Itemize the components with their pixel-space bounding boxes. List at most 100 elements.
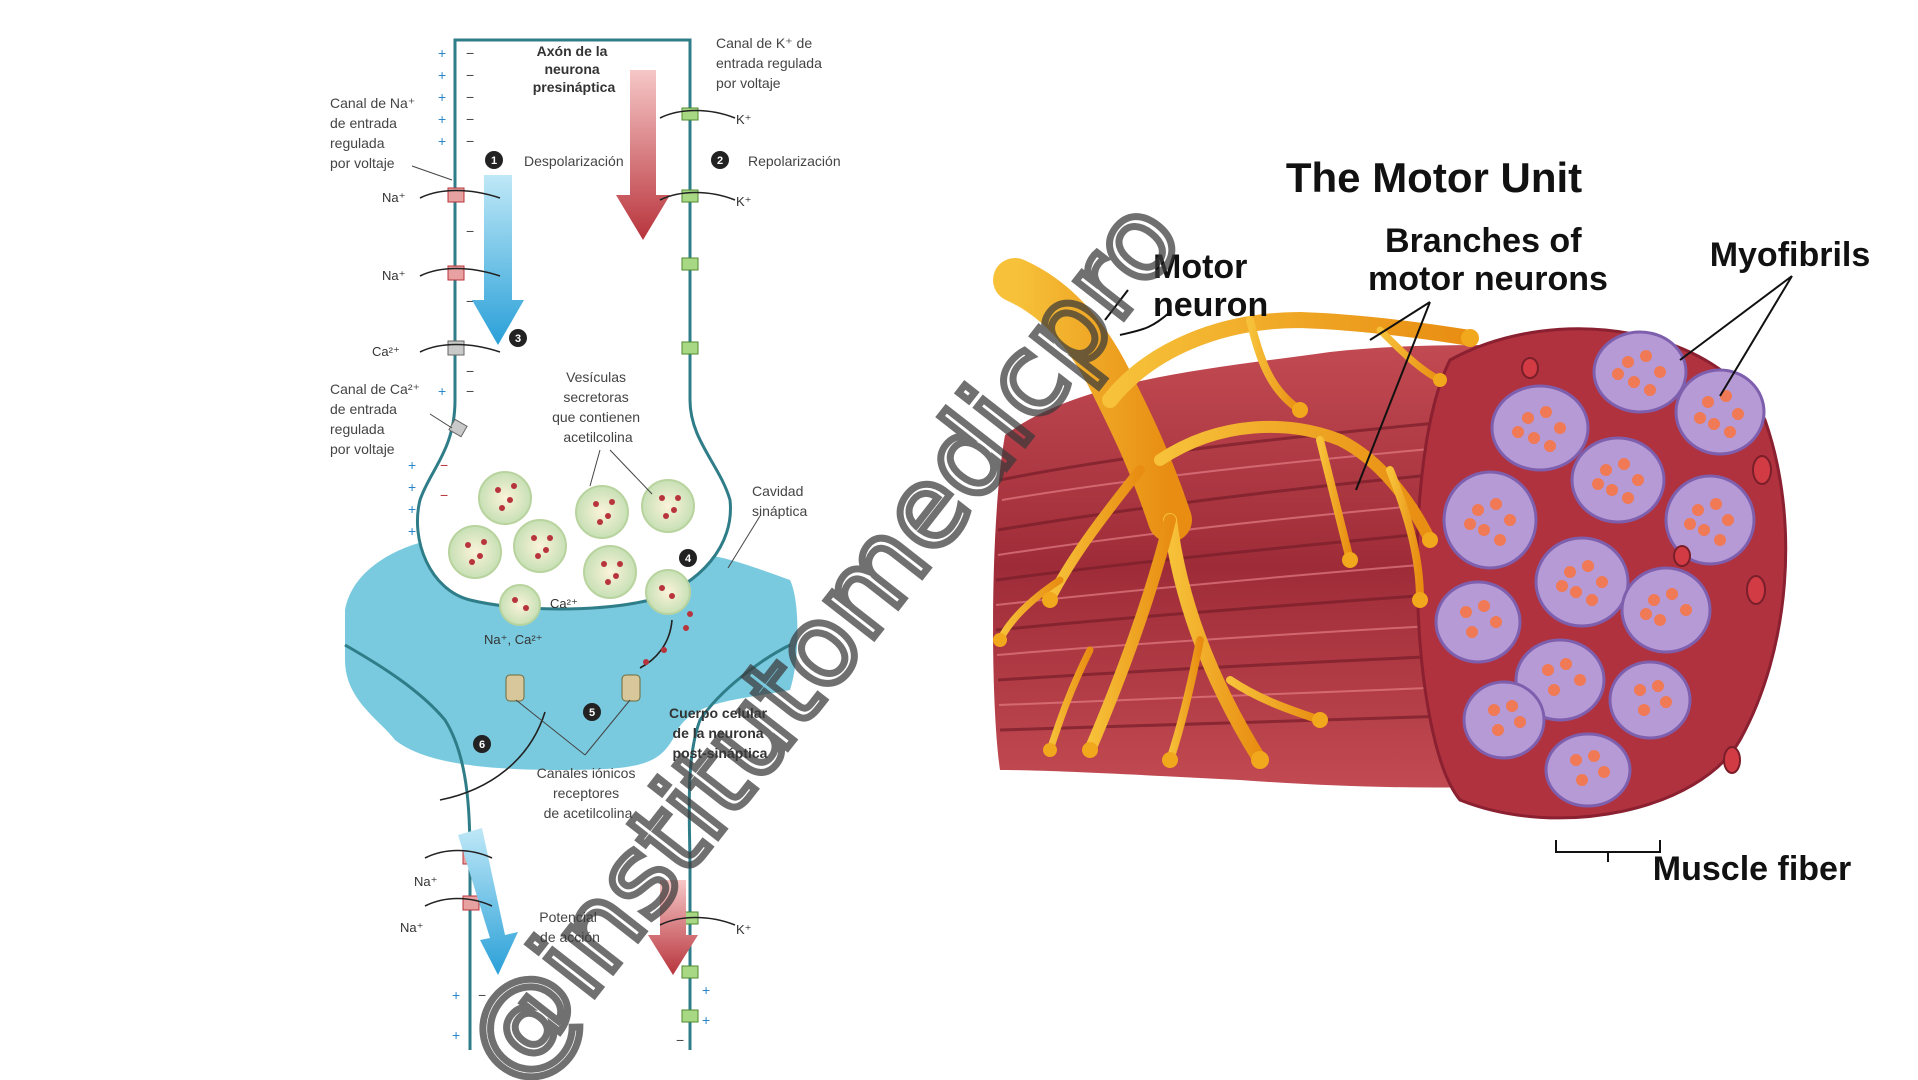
svg-text:−: − [466,89,474,105]
svg-text:−: − [466,383,474,399]
svg-text:+: + [438,383,446,399]
vesicle [641,479,695,533]
svg-text:−: − [676,1032,684,1048]
k-channel-label: Canal de K⁺ de entrada regulada por volt… [716,35,826,91]
svg-text:−: − [440,487,448,503]
step-2-badge: 2 [711,151,729,169]
fascicle [1544,732,1632,808]
step-number: 1 [491,155,497,167]
step-number: 6 [479,739,485,751]
svg-text:−: − [466,223,474,239]
vesicle [448,525,502,579]
svg-text:+: + [438,45,446,61]
vesicles-label: Vesículas secretoras que contienen aceti… [552,369,644,445]
ca-channel-label: Canal de Ca²⁺ de entrada regulada por vo… [330,381,424,457]
synapse-diagram: +++++ −−−−− −−−− +++++ −− −− ++ ++ − [330,35,841,1050]
na-channel-label: Canal de Na⁺ de entrada regulada por vol… [330,95,419,171]
step-number: 3 [515,333,521,345]
step-number: 4 [685,553,692,565]
svg-text:−: − [466,67,474,83]
ion-label: Na⁺ [382,268,405,283]
svg-text:+: + [408,523,416,539]
ion-label: K⁺ [736,194,752,209]
synaptic-cleft-label: Cavidad sináptica [752,483,807,519]
fascicle [1608,660,1692,740]
svg-text:+: + [408,501,416,517]
fascicle [1592,330,1688,414]
action-potential-arrow-red [648,880,698,975]
motor-unit-title: The Motor Unit [1286,154,1582,201]
step-1-badge: 1 [485,151,503,169]
fascicles [1434,330,1766,808]
fascicle [1674,368,1766,456]
leader-lines [411,165,761,756]
ion-label: Ca²⁺ [372,344,400,359]
step-3-badge: 3 [509,329,527,347]
svg-text:+: + [452,987,460,1003]
branches-label: Branches of motor neurons [1368,222,1608,298]
svg-text:−: − [466,363,474,379]
motor-neuron-label: Motor neuron [1153,248,1268,324]
myofibril-dots [1460,350,1744,786]
ion-flow-arrows [419,109,736,926]
step-5-badge: 5 [583,703,601,721]
svg-text:−: − [440,457,448,473]
acetylcholine-molecules [465,483,693,665]
fascicle [1570,436,1666,524]
svg-text:+: + [438,133,446,149]
ion-label: Na⁺ [382,190,405,205]
svg-text:+: + [438,89,446,105]
step-6-badge: 6 [473,735,491,753]
motor-unit-leader-lines [1104,275,1793,862]
depolarization-label: Despolarización [524,153,624,169]
step-number: 2 [717,155,723,167]
svg-text:−: − [478,987,486,1003]
vesicle [513,519,567,573]
ion-label: Na⁺, Ca²⁺ [484,632,543,647]
step-number: 5 [589,707,595,719]
svg-text:−: − [466,111,474,127]
svg-text:+: + [438,67,446,83]
presynaptic-axon-label: Axón de la neurona presináptica [533,43,616,95]
fascicle [1620,566,1712,654]
depolarization-arrow-top [472,175,524,345]
action-potential-label: Potencial de acción [539,909,600,945]
ion-label: K⁺ [736,922,752,937]
receptor-channels-label: Canales iónicos receptores de acetilcoli… [537,765,640,821]
ion-label: Na⁺ [400,920,423,935]
vesicle [478,471,532,525]
vesicles [448,471,695,626]
fascicle [1434,580,1522,664]
nerve-terminals [993,329,1479,769]
svg-text:−: − [466,293,474,309]
blood-vessels [1521,357,1772,774]
fascicle [1490,384,1590,472]
postsynaptic-body-label: Cuerpo celular de la neurona post-sinápt… [669,705,771,761]
svg-text:+: + [702,982,710,998]
repolarization-arrow-top [616,70,670,240]
svg-text:+: + [438,111,446,127]
fascicle [1442,470,1538,570]
svg-text:+: + [408,479,416,495]
vesicle [575,485,629,539]
myofibrils-label: Myofibrils [1710,236,1871,274]
ion-label: K⁺ [736,112,752,127]
vesicle [583,545,637,599]
svg-text:+: + [408,457,416,473]
svg-text:−: − [466,45,474,61]
ion-label: Na⁺ [414,874,437,889]
motor-unit-diagram: The Motor Unit Motor neuron Branches of … [993,154,1870,888]
vesicle [499,584,541,626]
step-4-badge: 4 [679,549,697,567]
repolarization-label: Repolarización [748,153,841,169]
svg-text:+: + [452,1027,460,1043]
fascicle [1534,536,1630,628]
motor-neuron [993,258,1478,767]
fascicle [1664,474,1756,566]
svg-text:−: − [466,133,474,149]
muscle-fiber-label: Muscle fiber [1653,850,1851,888]
action-potential-arrow-blue [458,828,518,975]
svg-text:+: + [702,1012,710,1028]
ion-label: Ca²⁺ [550,596,578,611]
